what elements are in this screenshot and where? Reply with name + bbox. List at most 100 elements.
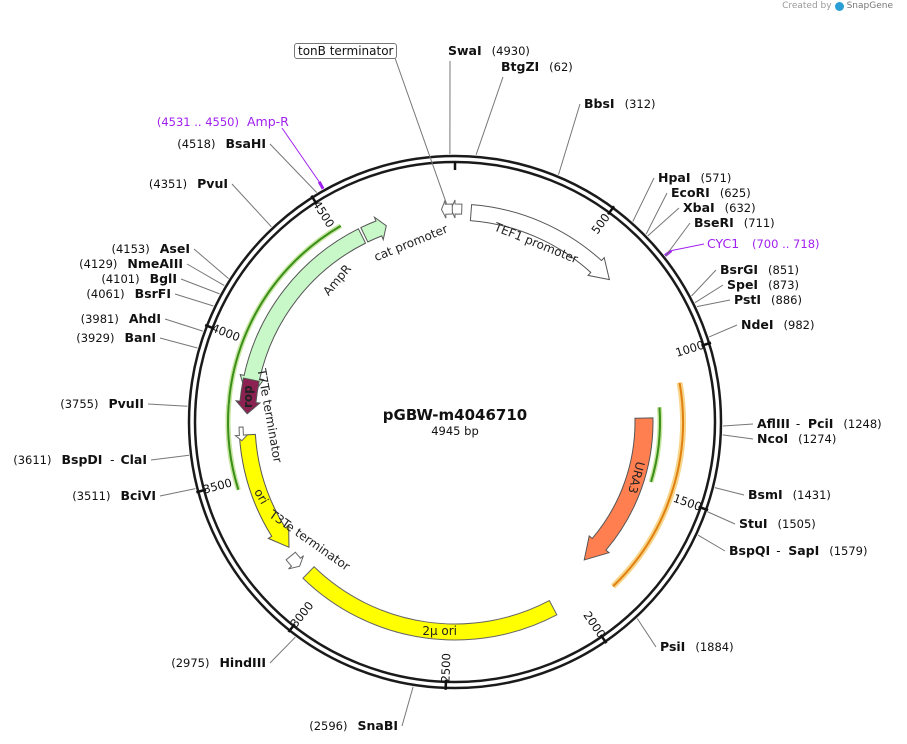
site-name: EcoRI <box>671 185 710 200</box>
site-label-bsmi[interactable]: BsmI(1431) <box>748 487 831 502</box>
site-name: SpeI <box>727 277 758 292</box>
site-leader-line <box>159 337 198 349</box>
site-leader-line <box>722 423 754 427</box>
site-name: BsrFI <box>135 286 171 301</box>
site-leader-line <box>694 284 724 304</box>
site-name: BspQI <box>729 543 770 558</box>
site-separator: - <box>110 453 114 467</box>
feature-arrow-tef1-promoter[interactable] <box>469 204 611 281</box>
site-name: BtgZI <box>501 59 539 74</box>
site-leader-line <box>708 324 738 338</box>
feature-arrow-cat-promoter[interactable] <box>360 215 387 243</box>
tick-mark <box>599 634 608 644</box>
site-position: (3929) <box>76 331 114 345</box>
site-label-ncoi[interactable]: NcoI(1274) <box>757 431 836 446</box>
backbone-outer-ring <box>187 154 723 690</box>
credit-brand: SnapGene <box>846 1 893 11</box>
site-label-asei[interactable]: AseI(4153) <box>112 241 191 256</box>
site-label-ecori[interactable]: EcoRI (625) <box>671 185 751 200</box>
site-name: BseRI <box>694 215 734 230</box>
primer-label-amp-r[interactable]: (4531 .. 4550)Amp-R <box>157 114 289 129</box>
site-leader-line <box>558 103 581 175</box>
site-position: (1505) <box>778 517 816 531</box>
plasmid-size: 4945 bp <box>431 424 479 438</box>
site-name: BsrGI <box>720 262 758 277</box>
tick-label: 1000 <box>674 338 706 360</box>
feature-label-t7te-terminator: T7Te terminator <box>254 367 285 464</box>
tick-label: 3500 <box>202 475 234 496</box>
site-position: (4061) <box>86 287 124 301</box>
site-name: NmeAIII <box>127 256 183 271</box>
site-label-bspdi[interactable]: ClaI-BspDI(3611) <box>13 452 147 467</box>
site-leader-line <box>147 403 188 407</box>
primer-label-cyc1[interactable]: CYC1(700 .. 718) <box>707 236 820 251</box>
feature-leader-line-tonb <box>394 57 448 205</box>
site-label-stui[interactable]: StuI (1505) <box>739 516 816 531</box>
site-label-xbai[interactable]: XbaI(632) <box>683 200 756 215</box>
site-name: BciVI <box>120 488 156 503</box>
feature-arrow-ura3[interactable] <box>583 417 654 561</box>
site-name: StuI <box>739 516 768 531</box>
site-label-bseri[interactable]: BseRI(711) <box>694 215 775 230</box>
feature-2mu-ori[interactable] <box>302 566 558 641</box>
site-label-psii[interactable]: PsiI (1884) <box>660 639 734 654</box>
site-label-bcivi[interactable]: BciVI (3511) <box>72 488 156 503</box>
site-position: (886) <box>771 293 802 307</box>
site-leader-line <box>636 618 657 648</box>
site-label-afliii[interactable]: AflIII-PciI(1248) <box>757 416 882 431</box>
feature-arrow-ori[interactable] <box>238 433 290 549</box>
site-label-spei[interactable]: SpeI(873) <box>727 277 799 292</box>
site-leader-line <box>401 686 414 727</box>
credit-prefix: Created by <box>782 1 832 11</box>
site-label-swai[interactable]: SwaI(4930) <box>448 43 530 58</box>
tick-mark <box>204 323 215 330</box>
site-label-hpai[interactable]: HpaI(571) <box>658 170 731 185</box>
site-name: BsaHI <box>225 136 266 151</box>
site-label-bsrfi[interactable]: BsrFI (4061) <box>86 286 171 301</box>
site-position: (4101) <box>101 272 139 286</box>
site-label-psti[interactable]: PstI(886) <box>734 292 802 307</box>
primer-mark-amp-r <box>317 181 325 190</box>
site-label-bgli[interactable]: BglI(4101) <box>101 271 177 286</box>
site-label-bbsi[interactable]: BbsI(312) <box>584 96 656 111</box>
site-position: (4930) <box>492 44 530 58</box>
site-name: PsiI <box>660 639 685 654</box>
site-leader-line <box>193 248 229 280</box>
site-label-bsahi[interactable]: BsaHI(4518) <box>177 136 266 151</box>
site-name: BbsI <box>584 96 615 111</box>
site-leader-line <box>697 534 726 552</box>
feature-label-2mu-ori: 2μ ori <box>422 624 457 638</box>
feature-label-tonb-terminator[interactable]: tonB terminator <box>294 43 398 59</box>
site-position: (1274) <box>798 432 836 446</box>
site-label-snabi[interactable]: SnaBI(2596) <box>309 718 398 733</box>
tick-mark <box>287 623 296 633</box>
site-leader-line <box>691 269 717 297</box>
site-leader-line <box>696 299 731 308</box>
site-position: (3511) <box>72 489 110 503</box>
site-label-pvui[interactable]: PvuI(4351) <box>149 176 228 191</box>
feature-t7te-marker <box>234 426 249 442</box>
tick-mark <box>196 488 207 494</box>
site-label-ndei[interactable]: NdeI(982) <box>741 317 814 332</box>
site-name: PvuI <box>197 176 228 191</box>
site-separator: - <box>796 417 800 431</box>
site-position: (1579) <box>829 544 867 558</box>
site-label-hindiii[interactable]: HindIII(2975) <box>171 655 266 670</box>
site-label-btgzi[interactable]: BtgZI(62) <box>501 59 573 74</box>
site-label-pvuii[interactable]: PvuII(3755) <box>60 396 144 411</box>
site-label-bsrgi[interactable]: BsrGI(851) <box>720 262 799 277</box>
site-position: (2596) <box>309 719 347 733</box>
site-label-ahdi[interactable]: AhdI(3981) <box>81 311 161 326</box>
site-position: (625) <box>720 186 751 200</box>
site-name: HindIII <box>219 655 266 670</box>
feature-arrow-rop[interactable] <box>234 377 262 415</box>
site-leader-line <box>231 183 272 228</box>
site-label-bspqi[interactable]: BspQI-SapI(1579) <box>729 543 868 558</box>
site-label-nmeaiii[interactable]: NmeAIII(4129) <box>79 256 183 271</box>
site-position: (1884) <box>695 640 733 654</box>
site-label-bani[interactable]: BanI(3929) <box>76 330 156 345</box>
site-leader-line <box>269 636 296 664</box>
site-leader-line <box>174 293 214 307</box>
